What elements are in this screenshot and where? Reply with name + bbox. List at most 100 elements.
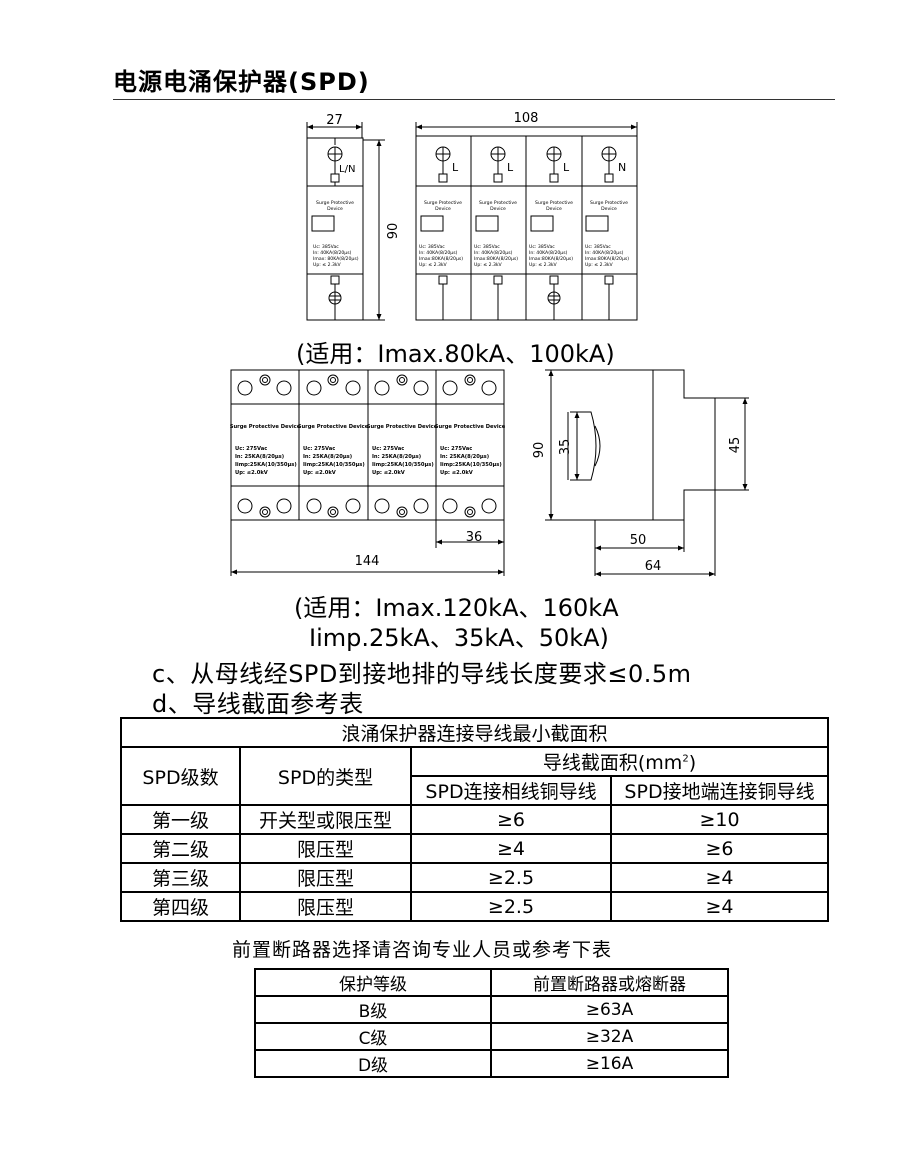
device-label: Surge Protective Device <box>367 424 438 430</box>
spec-line: Up: ≤2.0kV <box>303 470 336 476</box>
device-label: Surge Protective <box>316 200 354 206</box>
spec-line: Uc: 385Vac <box>419 244 445 250</box>
device-label: Surge Protective Device <box>435 424 506 430</box>
header-grade: 保护等级 <box>254 968 492 997</box>
header-section-end: ) <box>688 752 697 774</box>
cell-breaker: ≥16A <box>490 1049 729 1078</box>
cell-level: 第一级 <box>120 804 241 835</box>
terminal-label: L <box>507 161 514 174</box>
dim-90-label: 90 <box>386 223 401 240</box>
side-view-profile <box>567 369 716 576</box>
table-header-row: SPD级数 SPD的类型 导线截面积(mm2) <box>120 746 830 806</box>
spec-line: Up: ≤2.0kV <box>235 470 268 476</box>
note-d: d、导线截面参考表 <box>152 690 364 718</box>
table-header-row: 保护等级 前置断路器或熔断器 <box>254 968 729 997</box>
header-level: SPD级数 <box>120 746 241 806</box>
dim-36-label: 36 <box>466 530 483 545</box>
dim-50-label: 50 <box>630 533 647 548</box>
page-title: 电源电涌保护器(SPD) <box>113 68 370 96</box>
spec-line: Up: ≤ 2.3kV <box>529 262 558 268</box>
pole-3 <box>530 146 562 320</box>
table-row: 第三级 限压型 ≥2.5 ≥4 <box>120 862 830 893</box>
spec-line: Imax:80KA(8/20μs) <box>585 256 629 262</box>
dim-35-label: 35 <box>558 439 573 456</box>
cell-ground: ≥10 <box>609 804 830 835</box>
four-pole-assembly <box>415 135 638 321</box>
spec-line: Up: ≤ 2.3kV <box>419 262 448 268</box>
cell-level: 第四级 <box>120 891 241 922</box>
spec-line: Imax: 80KA(8/20μs) <box>313 256 359 262</box>
spec-line: Iimp:25KA(10/350μs) <box>440 462 502 468</box>
spec-line: Uc: 275Vac <box>372 446 404 452</box>
device-label: Surge Protective <box>590 200 628 206</box>
cell-grade: B级 <box>254 995 492 1024</box>
device-label: Surge Protective <box>479 200 517 206</box>
spec-line: Uc: 275Vac <box>235 446 267 452</box>
front-view-assembly <box>230 369 505 576</box>
cell-grade: C级 <box>254 1022 492 1051</box>
cell-breaker: ≥32A <box>490 1022 729 1051</box>
header-phase: SPD连接相线铜导线 <box>410 775 612 806</box>
spec-line: In: 40KA(8/20μs) <box>313 250 352 256</box>
spec-line: In: 40KA(8/20μs) <box>474 250 513 256</box>
terminal-label: L <box>452 161 459 174</box>
cell-phase: ≥2.5 <box>410 891 612 922</box>
header-ground: SPD接地端连接铜导线 <box>609 775 830 806</box>
table-row: C级 ≥32A <box>254 1022 729 1051</box>
figure2-drawing: Surge Protective Device Surge Protective… <box>230 369 749 577</box>
figure1-drawing: 27 108 90 L/N Surge Protective Device Uc… <box>306 111 638 321</box>
cell-grade: D级 <box>254 1049 492 1078</box>
device-label: Device <box>601 206 617 212</box>
header-section-sup: 2 <box>682 753 689 765</box>
table-subheader-row: SPD连接相线铜导线 SPD接地端连接铜导线 <box>121 775 830 806</box>
spec-line: Imax:80KA(8/20μs) <box>529 256 573 262</box>
note-c: c、从母线经SPD到接地排的导线长度要求≤0.5m <box>152 660 692 688</box>
dim-144-label: 144 <box>355 554 380 569</box>
title-rule <box>113 99 835 100</box>
cell-type: 限压型 <box>239 833 412 864</box>
table-title: 浪涌保护器连接导线最小截面积 <box>119 717 830 748</box>
spec-line: Up: ≤2.0kV <box>372 470 405 476</box>
dim-45-label: 45 <box>728 437 743 454</box>
spec-line: Uc: 385Vac <box>474 244 500 250</box>
device-label: Device <box>546 206 562 212</box>
header-section: 导线截面积(mm2) <box>409 746 830 777</box>
table-row: 第四级 限压型 ≥2.5 ≥4 <box>120 891 830 922</box>
spec-line: Uc: 385Vac <box>529 244 555 250</box>
figure2-caption-line2: Iimp.25kA、35kA、50kA) <box>309 624 609 652</box>
dim-108-label: 108 <box>514 111 539 126</box>
cell-ground: ≥6 <box>609 833 830 864</box>
breaker-table: 保护等级 前置断路器或熔断器 B级 ≥63A C级 ≥32A D级 ≥16A <box>254 968 729 1078</box>
device-label: Surge Protective Device <box>298 424 369 430</box>
spec-line: Up: ≤2.0kV <box>440 470 473 476</box>
header-section-text: 导线截面积(mm <box>542 752 683 774</box>
spec-line: Iimp:25KA(10/350μs) <box>372 462 434 468</box>
spec-line: Imax:80KA(8/20μs) <box>419 256 463 262</box>
figure2-caption-line1: (适用：Imax.120kA、160kA <box>294 594 619 622</box>
breaker-table-title: 前置断路器选择请咨询专业人员或参考下表 <box>232 939 613 961</box>
table-title-row: 浪涌保护器连接导线最小截面积 <box>119 717 830 748</box>
cell-ground: ≥4 <box>609 862 830 893</box>
spec-line: In: 25KA(8/20μs) <box>303 454 352 460</box>
pole-2 <box>475 146 506 320</box>
spec-line: In: 40KA(8/20μs) <box>419 250 458 256</box>
cell-phase: ≥4 <box>410 833 612 864</box>
spec-line: In: 40KA(8/20μs) <box>585 250 624 256</box>
device-label: Device <box>490 206 506 212</box>
device-label: Surge Protective <box>535 200 573 206</box>
cell-ground: ≥4 <box>609 891 830 922</box>
header-type: SPD的类型 <box>239 746 412 806</box>
device-label: Device <box>327 206 343 212</box>
top-terminals <box>237 374 497 396</box>
spec-line: Uc: 385Vac <box>313 244 339 250</box>
cell-type: 开关型或限压型 <box>239 804 412 835</box>
pole-1 <box>420 146 451 320</box>
arrow-icon <box>307 124 362 130</box>
device-label: Device <box>435 206 451 212</box>
table-row: D级 ≥16A <box>254 1049 729 1078</box>
conductor-section-table: 浪涌保护器连接导线最小截面积 SPD级数 SPD的类型 导线截面积(mm2) S… <box>119 717 830 922</box>
spec-line: Uc: 385Vac <box>585 244 611 250</box>
pole-4 <box>585 146 617 320</box>
cell-phase: ≥6 <box>410 804 612 835</box>
cell-breaker: ≥63A <box>490 995 729 1024</box>
